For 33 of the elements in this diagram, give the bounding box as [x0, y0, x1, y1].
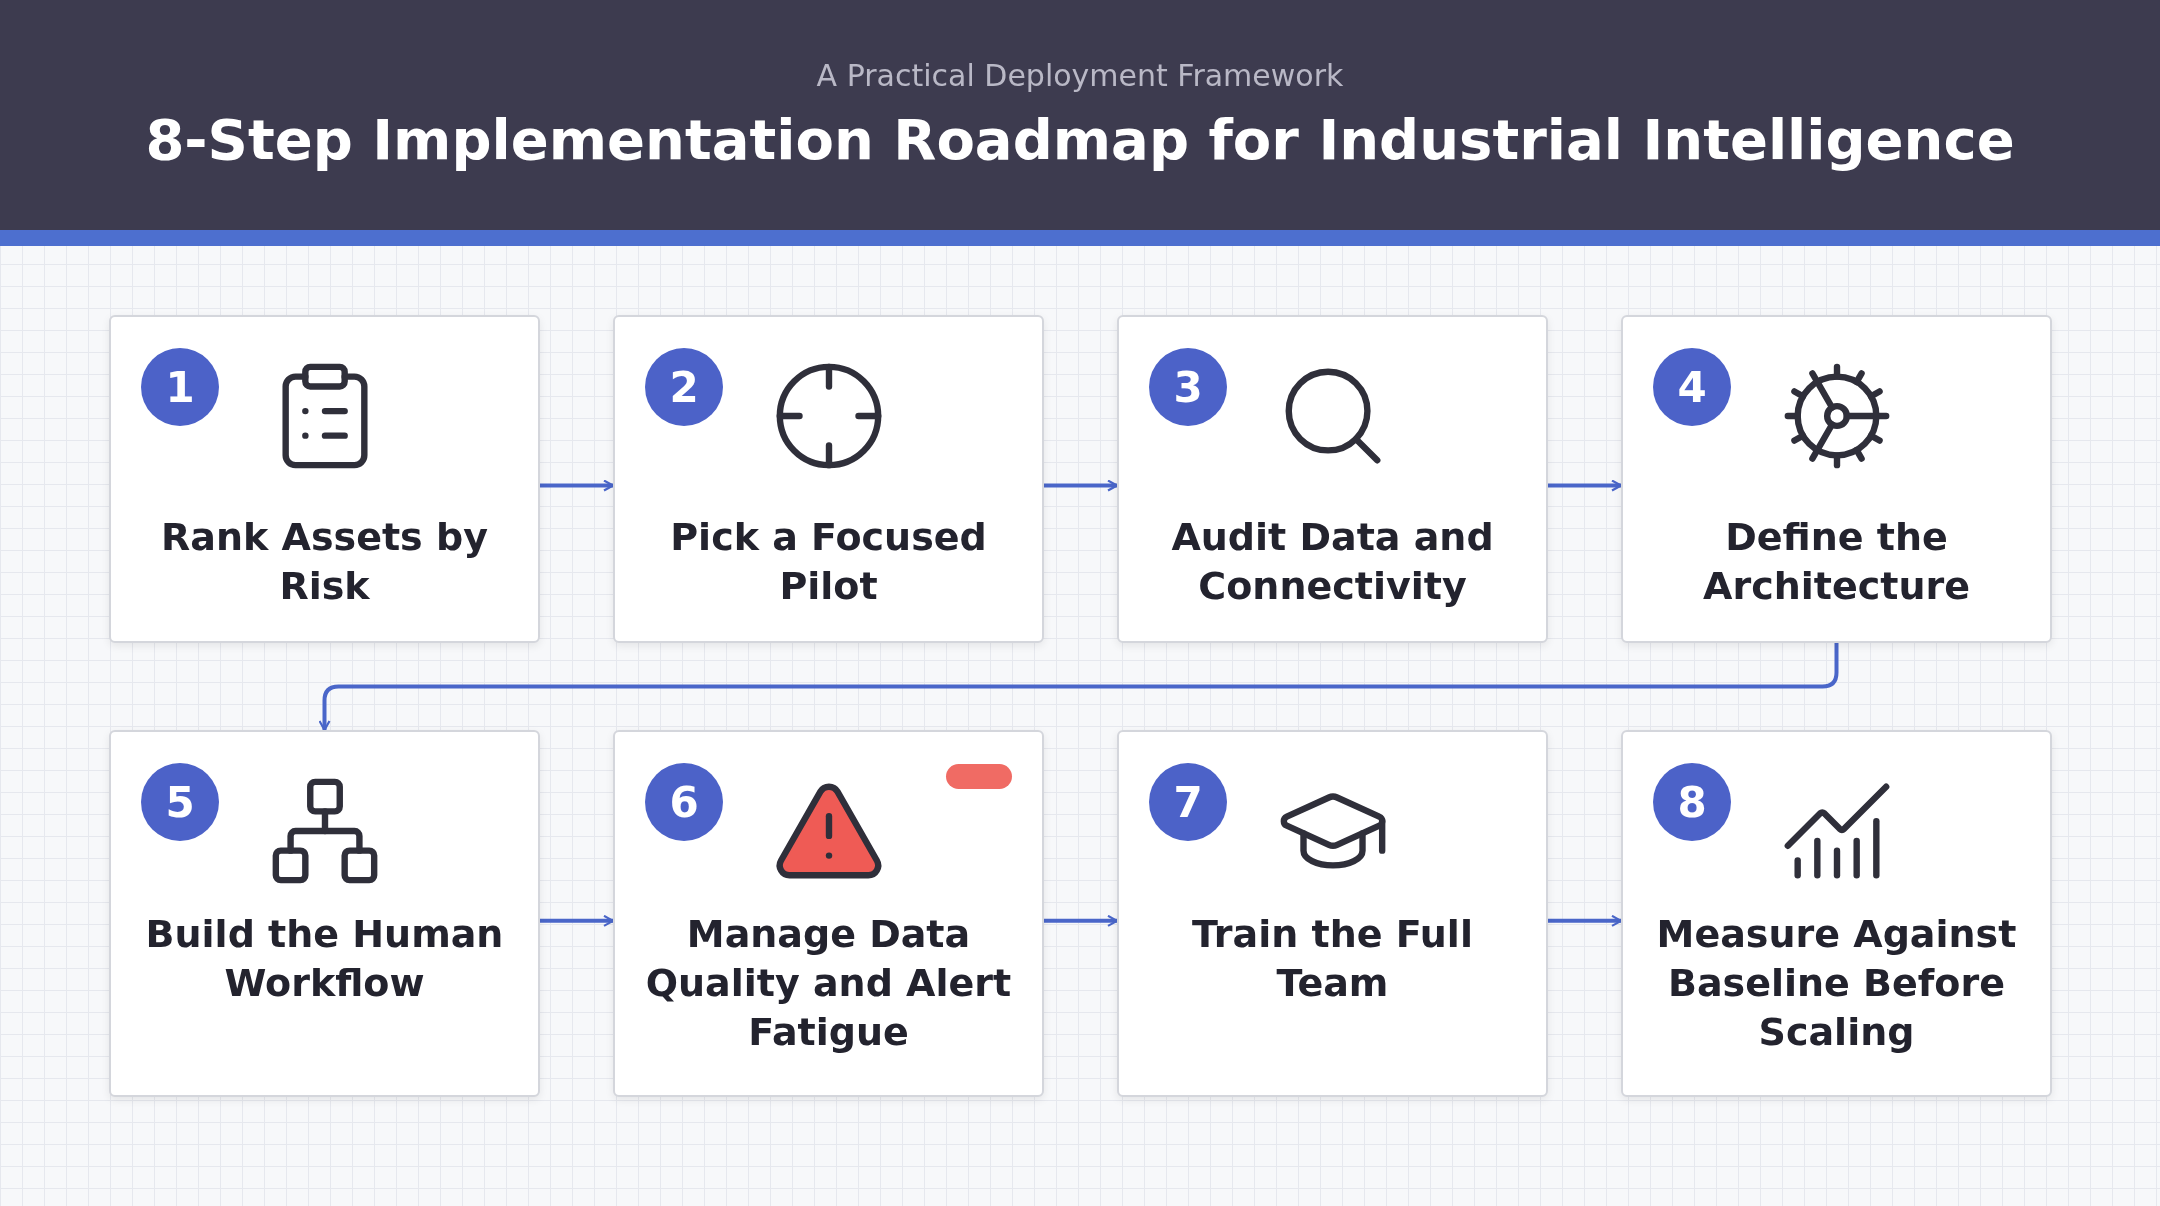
- arrow: [1548, 479, 1623, 492]
- step-title: Pick a Focused Pilot: [669, 514, 988, 610]
- step-title: Train the Full Team: [1191, 911, 1474, 1007]
- step-card: [1117, 730, 1548, 1097]
- step-number-badge: 4: [1653, 348, 1731, 426]
- step-number-badge: 2: [645, 348, 723, 426]
- step-number-badge: 5: [141, 763, 219, 841]
- step-title: Rank Assets by Risk: [160, 514, 489, 610]
- step-card: [613, 730, 1044, 1097]
- step-number-badge: 1: [141, 348, 219, 426]
- step-number-badge: 6: [645, 763, 723, 841]
- step-number-badge: 7: [1149, 763, 1227, 841]
- arrow: [318, 643, 1839, 732]
- arrow: [1548, 914, 1623, 927]
- arrow: [540, 479, 615, 492]
- arrow: [1044, 914, 1119, 927]
- step-card: [1621, 730, 2052, 1097]
- step-title: Manage Data Quality and Alert Fatigue: [644, 911, 1013, 1056]
- step-title: Audit Data and Connectivity: [1170, 514, 1495, 610]
- step-card: [613, 315, 1044, 643]
- step-title: Measure Against Baseline Before Scaling: [1655, 911, 2018, 1056]
- step-card: [109, 730, 540, 1097]
- title: 8-Step Implementation Roadmap for Industrial Intelligence: [145, 107, 2015, 172]
- step-number-badge: 3: [1149, 348, 1227, 426]
- step-number-badge: 8: [1653, 763, 1731, 841]
- step-title: Define the Architecture: [1702, 514, 1971, 610]
- subtitle: A Practical Deployment Framework: [816, 58, 1344, 93]
- step-title: Build the Human Workflow: [144, 911, 505, 1007]
- step-card: [1117, 315, 1548, 643]
- step-card: [1621, 315, 2052, 643]
- arrow: [1044, 479, 1119, 492]
- arrow: [540, 914, 615, 927]
- step-card: [109, 315, 540, 643]
